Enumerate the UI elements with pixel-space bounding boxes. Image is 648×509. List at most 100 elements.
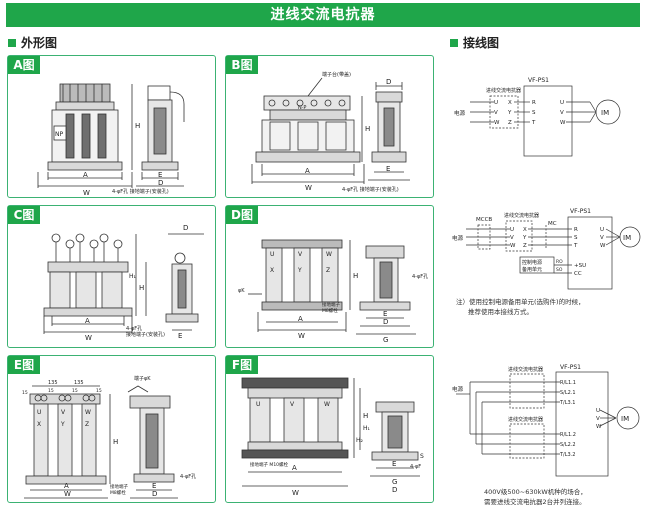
section-outline: 外形图 bbox=[8, 34, 57, 51]
panel-c: H₁ H A W D E 4-φF孔 接地端子(安装孔) C图 bbox=[7, 205, 216, 348]
out-0: U bbox=[596, 408, 600, 414]
term-l-0: U bbox=[510, 227, 514, 233]
mc-label: MC bbox=[548, 221, 557, 227]
note-ground: 接地端子 bbox=[110, 483, 128, 490]
dim-d: D bbox=[183, 224, 188, 232]
terminal-w: W bbox=[324, 401, 330, 408]
panel-b-label: B图 bbox=[226, 56, 258, 74]
dim-h: H bbox=[353, 272, 358, 280]
out-2: W bbox=[600, 243, 606, 249]
terminal-v: V bbox=[298, 251, 303, 258]
terminal-x: X bbox=[37, 421, 41, 428]
drawing-b: 端子台(带盖) N·P H A W E D 4-φF孔 接地端子(安装孔) bbox=[251, 71, 410, 193]
panel-f-label: F图 bbox=[226, 356, 258, 374]
dim-a: A bbox=[292, 464, 297, 472]
out-1: V bbox=[600, 235, 604, 241]
terminal-v: V bbox=[290, 401, 295, 408]
note1-line1: 注）使用控制电源备用单元(选购件)的时候， bbox=[456, 298, 585, 306]
dim-h: H bbox=[113, 438, 118, 446]
in2-2: T/L3.2 bbox=[559, 452, 575, 458]
out-2: W bbox=[596, 424, 602, 430]
out-0: U bbox=[600, 227, 604, 233]
dim-e: E bbox=[392, 460, 396, 468]
section-wiring: 接线图 bbox=[450, 34, 499, 51]
dim-135b: 135 bbox=[74, 380, 84, 386]
wiring-diagram-3: VF-PS1 进线交流电抗器 进线交流电抗器 电源 R/L1.1 S/L2.1 … bbox=[452, 364, 640, 477]
dim-15c: 15 bbox=[72, 388, 78, 394]
section-outline-label: 外形图 bbox=[21, 36, 58, 50]
wiring-diagram-2: VF-PS1 进线交流电抗器 MCCB MC 电源 U V W X Y Z R … bbox=[452, 208, 641, 290]
panel-a-label: A图 bbox=[8, 56, 40, 74]
note-bolt: M8螺栓 bbox=[322, 307, 338, 314]
in-2: T bbox=[531, 120, 536, 126]
terminal-z: Z bbox=[326, 267, 330, 274]
dim-d: D bbox=[383, 318, 388, 326]
term-l-2: W bbox=[494, 120, 500, 126]
label-np: N·P bbox=[298, 105, 306, 111]
dim-w: W bbox=[85, 334, 92, 342]
term-r-2: Z bbox=[508, 120, 512, 126]
drawing-a: NP H A W E D 4-φF孔 接地端子(安装孔) bbox=[37, 83, 185, 197]
supply-label: 电源 bbox=[454, 109, 466, 117]
wiring-diagram-1: VF-PS1 进线交流电抗器 电源 U V W X Y Z R S T U V … bbox=[454, 77, 621, 157]
out-1: V bbox=[560, 110, 564, 116]
dim-g: G bbox=[383, 336, 388, 344]
panel-e-label: E图 bbox=[8, 356, 40, 374]
dim-h: H bbox=[363, 412, 368, 420]
bullet-square-icon bbox=[8, 39, 16, 47]
dim-d: D bbox=[386, 78, 391, 86]
dim-a: A bbox=[64, 482, 69, 490]
mccb-label: MCCB bbox=[476, 217, 492, 223]
terminal-u: U bbox=[256, 401, 260, 408]
panel-b: 端子台(带盖) N·P H A W E D 4-φF孔 接地端子(安装孔) B图 bbox=[225, 55, 434, 198]
terminal-y: Y bbox=[60, 421, 65, 428]
dim-15d: 15 bbox=[96, 388, 102, 394]
terminal-z: Z bbox=[85, 421, 89, 428]
dim-h1: H₁ bbox=[363, 425, 371, 432]
dim-h: H bbox=[139, 284, 144, 292]
terminal-y: Y bbox=[297, 267, 302, 274]
terminal-v: V bbox=[61, 409, 66, 416]
in-1: S bbox=[574, 235, 578, 241]
page-title-banner: 进线交流电抗器 bbox=[6, 3, 640, 27]
dim-d: D bbox=[158, 179, 163, 187]
dim-e: E bbox=[152, 482, 156, 490]
dim-d: D bbox=[152, 490, 157, 498]
panel-d-label: D图 bbox=[226, 206, 258, 224]
terminal-w: W bbox=[85, 409, 91, 416]
dim-15b: 15 bbox=[48, 388, 54, 394]
dim-e: E bbox=[178, 332, 182, 340]
dim-s: S bbox=[420, 453, 424, 460]
note2-line2: 需要进线交流电抗器2台并列连接。 bbox=[484, 498, 586, 506]
dim-h: H bbox=[365, 125, 370, 133]
note-bolt: M8螺栓 bbox=[110, 489, 126, 496]
terminal-x: X bbox=[270, 267, 274, 274]
so-label: SO bbox=[556, 267, 563, 273]
term-l-2: W bbox=[510, 243, 516, 249]
in1-1: S/L2.1 bbox=[560, 390, 576, 396]
in-1: S bbox=[532, 110, 536, 116]
dim-d: D bbox=[392, 486, 397, 494]
ctrl-label-2: 备用单元 bbox=[522, 266, 542, 273]
panel-c-label: C图 bbox=[8, 206, 40, 224]
dim-w: W bbox=[292, 489, 299, 497]
out-1: V bbox=[596, 416, 600, 422]
label-terminal-phik: 端子φK bbox=[134, 375, 151, 382]
dim-e: E bbox=[386, 165, 390, 173]
label-phik: φK bbox=[238, 288, 245, 294]
reactor-label-1: 进线交流电抗器 bbox=[508, 366, 543, 373]
dim-e: E bbox=[158, 171, 162, 179]
panel-a: NP H A W E D 4-φF孔 接地端子(安装孔) A图 bbox=[7, 55, 216, 198]
dim-g: G bbox=[392, 478, 397, 486]
note-hole: 4-φF孔 bbox=[180, 473, 196, 480]
note-ground: 接地端子 M10螺栓 bbox=[250, 461, 289, 468]
dim-a: A bbox=[83, 171, 88, 179]
panel-d: U V W X Y Z H A W E D G 4-φF孔 φK 接地端子 M8… bbox=[225, 205, 434, 348]
dim-w: W bbox=[64, 490, 71, 498]
in2-0: R/L1.2 bbox=[560, 432, 576, 438]
note-hole: 4-φF bbox=[410, 464, 421, 470]
panel-e: 135 135 15 15 15 15 U V W X Y Z 端子φK H A… bbox=[7, 355, 216, 503]
ro-label: RO bbox=[556, 259, 563, 265]
label-terminal-box: 端子台(带盖) bbox=[322, 71, 351, 78]
out-2: W bbox=[560, 120, 566, 126]
